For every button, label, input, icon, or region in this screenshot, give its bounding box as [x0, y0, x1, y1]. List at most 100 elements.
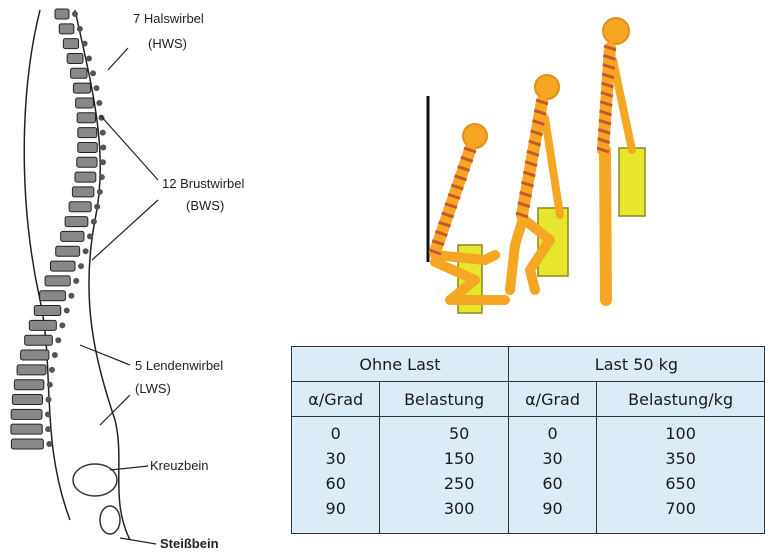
vertebra-process [48, 366, 55, 373]
vertebra [11, 394, 43, 406]
vertebra-process [98, 114, 105, 121]
vertebra [10, 423, 43, 435]
vertebra [33, 305, 62, 317]
vertebra-process [46, 381, 53, 388]
vertebra-process [45, 396, 52, 403]
figure-squat [505, 74, 569, 295]
table-cell: 60 [542, 474, 563, 493]
vertebra [74, 171, 97, 183]
vertebra [54, 8, 70, 20]
sub-header-angle-1: α/Grad [290, 381, 381, 417]
sacrum-shape [72, 463, 118, 497]
vertebra-process [46, 441, 53, 447]
vertebra-stripe [444, 202, 458, 210]
pointer-thoracic-top [99, 114, 159, 181]
spine-illustration [10, 8, 159, 545]
vertebra-stripe [535, 98, 549, 106]
vertebra-process [100, 144, 107, 151]
vertebra-process [90, 218, 97, 225]
label-sacrum: Kreuzbein [150, 458, 209, 473]
column-load-no-load: 50 150 250 300 [379, 416, 509, 534]
vertebra-stripe [602, 53, 616, 61]
vertebra-stripe [519, 191, 533, 198]
vertebra-process [45, 426, 52, 433]
vertebra [76, 156, 98, 168]
vertebra-process [51, 352, 58, 359]
pointer-cervical [107, 47, 129, 71]
label-coccyx: Steißbein [160, 536, 219, 551]
vertebra-stripe [450, 183, 464, 191]
vertebra-stripe [453, 174, 467, 182]
vertebra-stripe [438, 220, 452, 228]
sub-header-angle-2: α/Grad [507, 381, 598, 417]
table-cell: 90 [325, 499, 346, 518]
label-thoracic-abbr: (BWS) [186, 198, 225, 213]
vertebra-stripe [441, 211, 455, 219]
figure-upright [428, 123, 510, 314]
vertebra-stripe [434, 230, 448, 237]
vertebra [49, 260, 76, 272]
vertebra-process [78, 263, 85, 270]
pointer-lumbar [79, 344, 131, 366]
vertebra-stripe [520, 180, 534, 188]
table-body: 0 30 60 90 50 150 250 300 0 30 60 90 100… [290, 416, 765, 534]
vertebra [39, 290, 66, 302]
figure-standing [596, 17, 646, 306]
vertebra [10, 438, 44, 450]
vertebra [70, 67, 88, 79]
vertebra [55, 245, 81, 257]
table-cell: 50 [448, 424, 470, 443]
table-cell: 0 [547, 424, 558, 443]
vertebra-stripe [517, 201, 531, 209]
vertebra-process [72, 11, 78, 17]
column-angle-no-load: 0 30 60 90 [290, 416, 381, 534]
coccyx-shape [99, 505, 121, 535]
vertebra-process [73, 277, 80, 284]
vertebra-process [55, 337, 62, 344]
vertebra-process [86, 233, 93, 240]
vertebra-process [96, 188, 103, 195]
vertebra [60, 230, 85, 242]
table-cell: 60 [325, 474, 346, 493]
vertebra-process [93, 85, 100, 92]
vertebra [20, 349, 50, 361]
vertebra-stripe [599, 100, 613, 108]
label-cervical: 7 Halswirbel [133, 11, 204, 26]
vertebra [58, 23, 75, 35]
vertebra [10, 408, 43, 420]
vertebra-stripe [457, 165, 471, 172]
sub-header-load-1: Belastung [379, 381, 509, 417]
vertebra-stripe [447, 192, 461, 200]
vertebra-stripe [603, 44, 617, 52]
vertebra [76, 112, 96, 124]
vertebra-stripe [530, 129, 544, 137]
label-thoracic: 12 Brustwirbel [162, 176, 245, 191]
sub-header-load-2: Belastung/kg [596, 381, 765, 417]
table-sub-header-row: α/Grad Belastung α/Grad Belastung/kg [290, 381, 765, 417]
vertebra [62, 38, 80, 50]
vertebra-stripe [601, 72, 615, 80]
pointer-thoracic-bottom [91, 199, 159, 261]
vertebra-stripe [602, 63, 616, 70]
vertebra-process [86, 55, 93, 62]
table-group-header-row: Ohne Last Last 50 kg [291, 346, 766, 382]
group-header-load-50kg: Last 50 kg [507, 346, 766, 382]
table-cell: 30 [542, 449, 563, 468]
vertebra [71, 186, 95, 198]
vertebra-stripe [600, 90, 614, 98]
table-cell: 30 [325, 449, 346, 468]
vertebra-stripe [597, 137, 611, 145]
table-cell: 300 [443, 499, 475, 518]
vertebra-process [99, 129, 106, 136]
posture-illustration [426, 17, 646, 314]
vertebra-process [63, 307, 70, 314]
vertebra-stripe [460, 155, 474, 163]
spine-outline-front [74, 9, 131, 541]
vertebra-process [90, 70, 97, 77]
vertebra [66, 52, 84, 64]
vertebra-process [44, 411, 51, 418]
label-lumbar: 5 Lendenwirbel [135, 358, 224, 373]
vertebra [44, 275, 71, 287]
vertebra-stripe [526, 149, 540, 157]
table-cell: 650 [665, 474, 696, 493]
